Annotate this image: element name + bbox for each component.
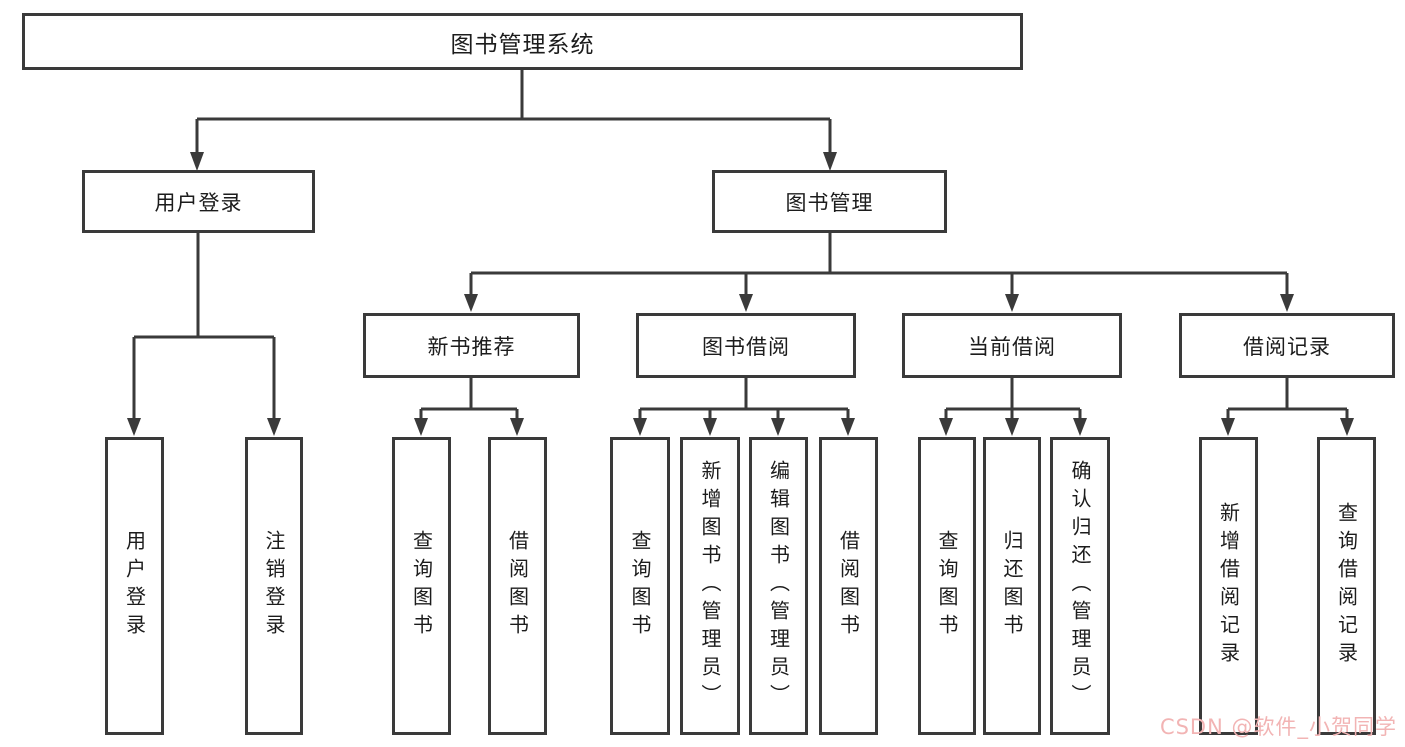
arrowheads (127, 152, 1354, 436)
leaf-borrow-query: 查询图书 (610, 437, 670, 735)
leaf-current-query-label: 查询图书 (935, 530, 959, 642)
leaf-record-query-label: 查询借阅记录 (1334, 502, 1359, 670)
node-root-label: 图书管理系统 (450, 31, 595, 58)
leaf-newbook-borrow-label: 借阅图书 (505, 530, 530, 642)
leaf-user-login-label: 用户登录 (122, 530, 147, 642)
leaf-borrow-book-label: 借阅图书 (836, 530, 861, 642)
leaf-confirm-return-admin-label: 确认归还（管理员） (1068, 460, 1092, 712)
connector-borrow-record-to-leaves (1226, 378, 1349, 420)
node-new-book-recommend-label: 新书推荐 (427, 334, 516, 359)
leaf-logout: 注销登录 (245, 437, 303, 735)
connector-new-book-to-leaves (419, 378, 519, 420)
node-user-login: 用户登录 (82, 170, 315, 233)
connector-current-borrow-to-leaves (944, 378, 1082, 420)
leaf-borrow-query-label: 查询图书 (628, 530, 652, 642)
leaf-borrow-edit-admin-label: 编辑图书（管理员） (766, 460, 791, 712)
node-book-management: 图书管理 (712, 170, 947, 233)
leaf-borrow-add-admin-label: 新增图书（管理员） (698, 460, 722, 712)
node-borrow-record-label: 借阅记录 (1243, 334, 1331, 359)
node-current-borrow: 当前借阅 (902, 313, 1122, 378)
node-book-borrow-label: 图书借阅 (702, 334, 790, 359)
leaf-logout-label: 注销登录 (262, 530, 286, 642)
leaf-user-login: 用户登录 (105, 437, 164, 735)
leaf-confirm-return-admin: 确认归还（管理员） (1050, 437, 1110, 735)
leaf-newbook-query: 查询图书 (392, 437, 451, 735)
node-book-management-label: 图书管理 (785, 190, 874, 215)
connector-book-management-to-level3 (469, 233, 1289, 296)
leaf-record-query: 查询借阅记录 (1317, 437, 1376, 735)
node-new-book-recommend: 新书推荐 (363, 313, 580, 378)
leaf-newbook-query-label: 查询图书 (409, 530, 434, 642)
node-user-login-label: 用户登录 (154, 190, 243, 215)
leaf-return-book: 归还图书 (983, 437, 1041, 735)
connector-root-to-level2 (195, 70, 832, 155)
connector-user-login-to-leaves (132, 233, 276, 420)
leaf-borrow-add-admin: 新增图书（管理员） (680, 437, 740, 735)
leaf-record-add: 新增借阅记录 (1199, 437, 1258, 735)
leaf-borrow-book: 借阅图书 (819, 437, 878, 735)
leaf-return-book-label: 归还图书 (1000, 530, 1024, 642)
node-book-borrow: 图书借阅 (636, 313, 856, 378)
node-borrow-record: 借阅记录 (1179, 313, 1395, 378)
leaf-record-add-label: 新增借阅记录 (1216, 502, 1241, 670)
leaf-current-query: 查询图书 (918, 437, 976, 735)
node-current-borrow-label: 当前借阅 (968, 334, 1056, 359)
leaf-newbook-borrow: 借阅图书 (488, 437, 547, 735)
node-root: 图书管理系统 (22, 13, 1023, 70)
connector-book-borrow-to-leaves (638, 378, 850, 420)
leaf-borrow-edit-admin: 编辑图书（管理员） (749, 437, 808, 735)
